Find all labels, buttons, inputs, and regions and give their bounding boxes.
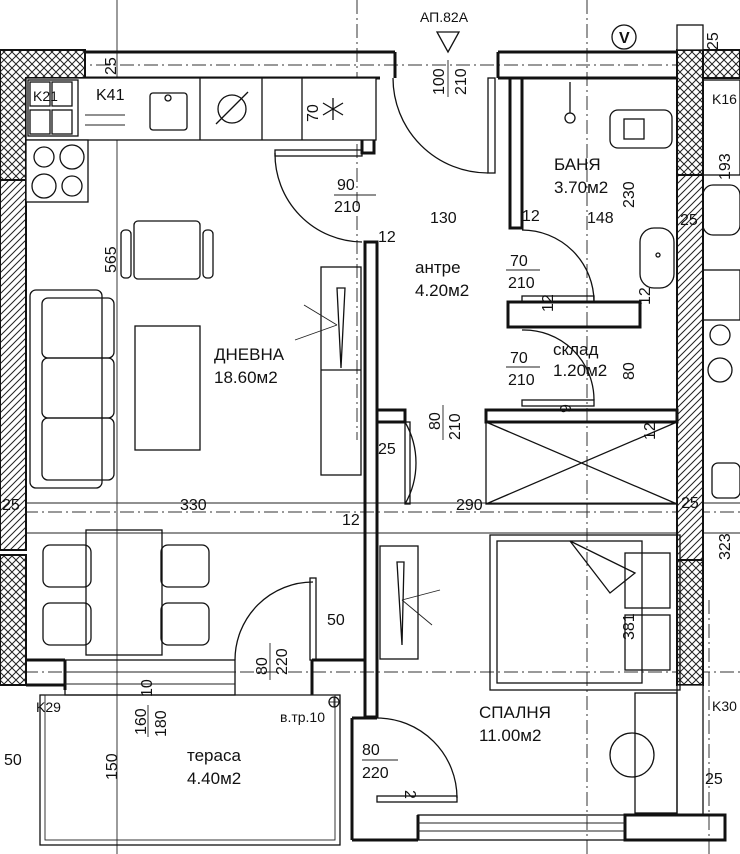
terrace-window-height: 180 <box>153 710 170 737</box>
neighbor-units <box>702 79 740 499</box>
door-storage-width: 70 <box>510 350 528 367</box>
dim-partition-f: 12 <box>642 422 659 440</box>
door-storage-height: 210 <box>508 372 535 389</box>
fraction-bars <box>147 60 540 761</box>
bathroom-fixtures <box>485 82 678 505</box>
dim-bedroom-width: 290 <box>456 497 483 514</box>
dim-sill: 10 <box>139 679 156 697</box>
dim-storage-height: 80 <box>621 362 638 380</box>
room-name-bathroom: БАНЯ <box>554 155 601 174</box>
apartment-label: АП.82А <box>420 9 469 25</box>
tag-k21: K21 <box>33 88 58 104</box>
bedroom-furniture <box>379 534 681 814</box>
dim-partition-b: 12 <box>522 208 540 225</box>
doors <box>234 77 595 803</box>
door-terrace-width: 80 <box>254 657 271 675</box>
dim-bedroom-height: 381 <box>621 613 638 640</box>
dim-terrace-offset: 50 <box>4 752 22 769</box>
door-living-height: 210 <box>334 199 361 216</box>
dim-top-wall: 25 <box>103 57 120 75</box>
door-bedroom-width: 80 <box>362 742 380 759</box>
room-name-terrace: тераса <box>187 746 241 765</box>
living-furniture <box>29 220 362 656</box>
dim-wall-right-top: 25 <box>705 32 722 50</box>
dim-terrace-depth: 150 <box>104 753 121 780</box>
terrace-window-width: 160 <box>133 708 150 735</box>
dim-partition-e: 12 <box>637 287 654 305</box>
dim-partition-a: 12 <box>378 229 396 246</box>
dim-living-height: 565 <box>103 246 120 273</box>
axis-marker-label: V <box>619 30 630 47</box>
entrance-triangle-icon <box>435 31 461 54</box>
dim-kitchen-depth: 70 <box>305 104 322 122</box>
door-bath-height: 210 <box>508 275 535 292</box>
room-name-bedroom: СПАЛНЯ <box>479 703 551 722</box>
room-area-hall: 4.20м2 <box>415 281 469 300</box>
dim-terrace-niche: 50 <box>327 612 345 629</box>
dim-living-width: 330 <box>180 497 207 514</box>
room-area-bedroom: 11.00м2 <box>479 726 541 745</box>
tag-k29: K29 <box>36 699 61 715</box>
room-area-storage: 1.20м2 <box>553 361 607 380</box>
dim-partition-d: 12 <box>540 294 557 312</box>
dim-neighbor-323: 323 <box>717 533 734 560</box>
exterior-walls <box>0 24 740 816</box>
room-name-storage: склад <box>553 340 599 359</box>
dim-neighbor-193: 193 <box>717 153 734 180</box>
tag-k41: K41 <box>96 87 125 104</box>
dim-partition-c: 12 <box>342 512 360 529</box>
door-bedroom-height: 220 <box>362 765 389 782</box>
room-area-living: 18.60м2 <box>214 368 278 387</box>
door-living-width: 90 <box>337 177 355 194</box>
door-terrace-height: 220 <box>274 648 291 675</box>
dim-hall-width: 130 <box>430 210 457 227</box>
dim-storage-wall: 6 <box>556 404 573 413</box>
drain-label: в.тр.10 <box>280 709 325 725</box>
kitchen-counter <box>25 77 377 203</box>
axis-marker-circle <box>611 24 637 50</box>
door-bath-width: 70 <box>510 253 528 270</box>
door-bedroom-hall-height: 210 <box>447 413 464 440</box>
dim-wall-mid: 25 <box>681 495 699 512</box>
dim-wall-right-mid: 25 <box>680 212 698 229</box>
dim-bath-width: 148 <box>587 210 614 227</box>
dim-wall-bottom-right: 25 <box>705 771 723 788</box>
dim-bedroom-door-wall: 2 <box>401 790 418 799</box>
entrance-door-height: 210 <box>453 68 470 95</box>
dim-wall-left: 25 <box>2 497 20 514</box>
tag-k30: K30 <box>712 698 737 714</box>
dim-hall-wall: 25 <box>378 441 396 458</box>
tag-k16: K16 <box>712 91 737 107</box>
entrance-door-width: 100 <box>431 68 448 95</box>
room-area-bathroom: 3.70м2 <box>554 178 608 197</box>
room-area-terrace: 4.40м2 <box>187 769 241 788</box>
dim-bath-height: 230 <box>621 181 638 208</box>
door-bedroom-hall-width: 80 <box>427 412 444 430</box>
room-name-hall: антре <box>415 258 461 277</box>
windows <box>39 659 626 846</box>
room-name-living: ДНЕВНА <box>214 345 285 364</box>
